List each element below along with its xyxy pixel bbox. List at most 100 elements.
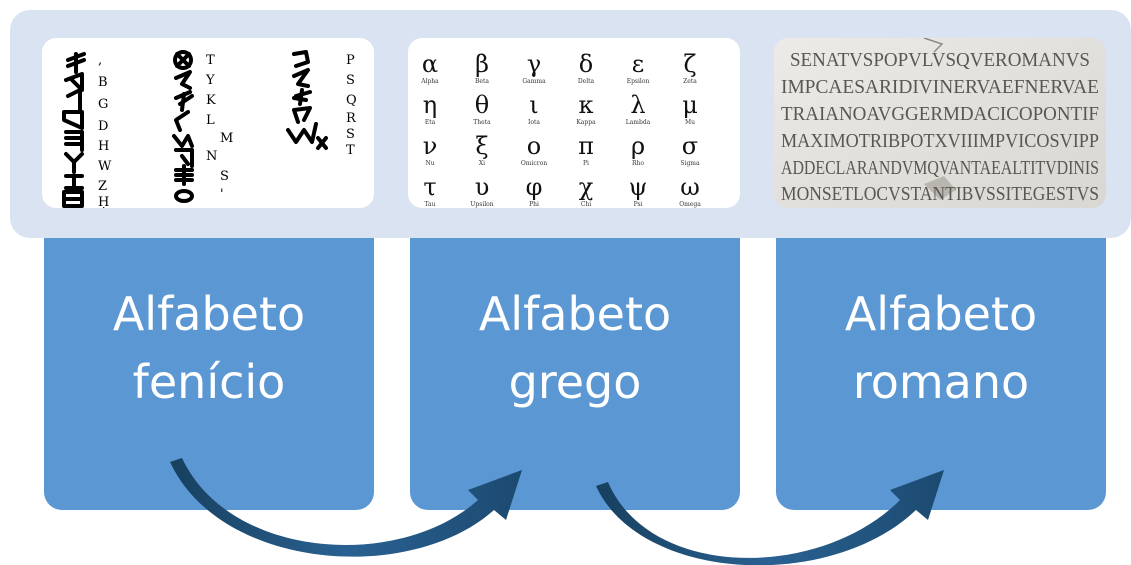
inscription-line: MAXIMOTRIBPOTXVIIIMPVICOSVIPP: [781, 130, 1099, 152]
box-phoenician: Alfabeto fenício: [44, 238, 374, 510]
greek-letter: θ: [475, 91, 489, 119]
latin-letter: N: [206, 149, 217, 164]
latin-letter: D: [98, 119, 108, 134]
latin-letter: R: [346, 111, 357, 126]
latin-letter: G: [98, 97, 108, 112]
greek-letter-name: Gamma: [522, 78, 546, 85]
greek-letter: ρ: [631, 132, 645, 160]
inscription-lines: SENATVSPOPVLVSQVEROMANVS IMPCAESARIDIVIN…: [781, 49, 1099, 205]
box-title-line2: fenício: [132, 355, 286, 409]
latin-letter: Y: [205, 73, 215, 88]
phoenician-glyphs-col2: [172, 50, 194, 203]
greek-letter: σ: [682, 132, 698, 160]
greek-letter: ο: [527, 132, 541, 160]
latin-letter: H: [98, 139, 109, 154]
greek-letter: τ: [423, 173, 436, 201]
roman-inscription-image: SENATVSPOPVLVSQVEROMANVS IMPCAESARIDIVIN…: [774, 38, 1106, 208]
greek-letter-name: Beta: [475, 78, 489, 85]
box-title-line1: Alfabeto: [112, 287, 306, 341]
latin-letter: S: [220, 169, 229, 184]
latin-letter: W: [98, 159, 112, 174]
arrow-phoenician-to-greek: [170, 458, 522, 557]
box-title-line1: Alfabeto: [478, 287, 672, 341]
inscription-line: ADDECLARANDVMQVANTAEALTITVDINIS: [781, 157, 1099, 179]
latin-letter: M: [220, 131, 233, 146]
latin-letter: S: [346, 127, 355, 142]
greek-letter: γ: [527, 50, 541, 78]
greek-letter-name: Xi: [479, 160, 485, 167]
inscription-line: TRAIANOAVGGERMDACICOPONTIF: [781, 103, 1099, 125]
greek-letter-name: Upsilon: [470, 201, 493, 208]
greek-letter-name: Alpha: [420, 78, 439, 85]
greek-letter: α: [422, 50, 438, 78]
greek-letter-name: Rho: [632, 160, 644, 167]
inscription-line: IMPCAESARIDIVINERVAEFNERVAE: [781, 76, 1099, 98]
latin-letter: Ḥ: [98, 195, 109, 208]
phoenician-latin-col1: , B G D H W Z Ḥ: [98, 53, 112, 208]
greek-letter: ζ: [683, 50, 696, 78]
box-greek: Alfabeto grego: [410, 238, 740, 510]
latin-letter: K: [206, 93, 216, 108]
greek-letter: ω: [680, 173, 700, 201]
phoenician-glyphs-col1: [62, 52, 86, 208]
greek-letter-name: Lambda: [626, 119, 651, 126]
greek-letter-name: Nu: [425, 160, 434, 167]
stone-crack: [923, 38, 944, 53]
greek-letter: ν: [423, 132, 438, 160]
box-title-line2: grego: [508, 355, 642, 409]
greek-letter: μ: [682, 91, 698, 119]
roman-inscription: SENATVSPOPVLVSQVEROMANVS IMPCAESARIDIVIN…: [774, 38, 1106, 208]
latin-letter: Q: [346, 93, 357, 108]
greek-letter-name: Pi: [583, 160, 589, 167]
phoenician-chart: , B G D H W Z Ḥ T Y K L M N S ' P S: [62, 50, 357, 208]
greek-letter-name: Omega: [679, 201, 701, 208]
greek-letter-name: Mu: [685, 119, 695, 126]
greek-letter: δ: [579, 50, 593, 78]
greek-letter: ξ: [475, 132, 488, 160]
greek-letter-name: Psi: [634, 201, 643, 208]
phoenician-latin-col2: T Y K L M N S ': [205, 53, 233, 202]
phoenician-latin-col3: P S Q R S T: [346, 53, 357, 158]
inscription-line: MONSETLOCVSTANTIBVSSITEGESTVS: [781, 183, 1099, 205]
arrow-greek-to-roman: [596, 470, 944, 565]
greek-letter-name: Eta: [425, 119, 436, 126]
greek-letter: χ: [579, 173, 594, 201]
greek-letter: ι: [529, 91, 538, 119]
phoenician-alphabet-image: , B G D H W Z Ḥ T Y K L M N S ' P S: [42, 38, 374, 208]
latin-letter: S: [346, 73, 355, 88]
greek-letter-name: Zeta: [683, 78, 697, 85]
greek-letter-name: Theta: [473, 119, 491, 126]
greek-letter-name: Iota: [528, 119, 540, 126]
greek-letter: υ: [475, 173, 490, 201]
latin-letter: B: [98, 75, 108, 90]
greek-letter-name: Omicron: [521, 160, 547, 167]
latin-letter: ,: [98, 53, 102, 68]
box-title-line1: Alfabeto: [844, 287, 1038, 341]
latin-letter: Z: [98, 179, 107, 194]
greek-chart: αAlphaβBetaγGammaδDeltaεEpsilonζZetaηEta…: [420, 50, 701, 208]
greek-letter-name: Delta: [578, 78, 595, 85]
latin-letter: L: [206, 113, 215, 128]
greek-letter: λ: [630, 91, 645, 119]
greek-letter: ψ: [629, 173, 648, 201]
greek-letter: φ: [526, 173, 543, 201]
greek-letter: π: [578, 132, 594, 160]
greek-letter: ε: [632, 50, 644, 78]
greek-letter-name: Chi: [581, 201, 591, 208]
box-title-line2: romano: [852, 355, 1030, 409]
greek-letter-name: Sigma: [680, 160, 700, 167]
latin-letter: P: [346, 53, 355, 68]
stone-damage: [924, 176, 956, 200]
greek-letter-name: Kappa: [576, 119, 596, 126]
greek-letter: β: [475, 50, 489, 78]
greek-letter: κ: [579, 91, 594, 119]
latin-letter: T: [346, 143, 355, 158]
inscription-line: SENATVSPOPVLVSQVEROMANVS: [790, 49, 1090, 71]
phoenician-glyphs-col3: [286, 50, 328, 150]
greek-letter: η: [423, 91, 437, 119]
latin-letter: ': [220, 187, 224, 202]
latin-letter: T: [206, 53, 215, 68]
greek-letter-name: Tau: [425, 201, 436, 208]
